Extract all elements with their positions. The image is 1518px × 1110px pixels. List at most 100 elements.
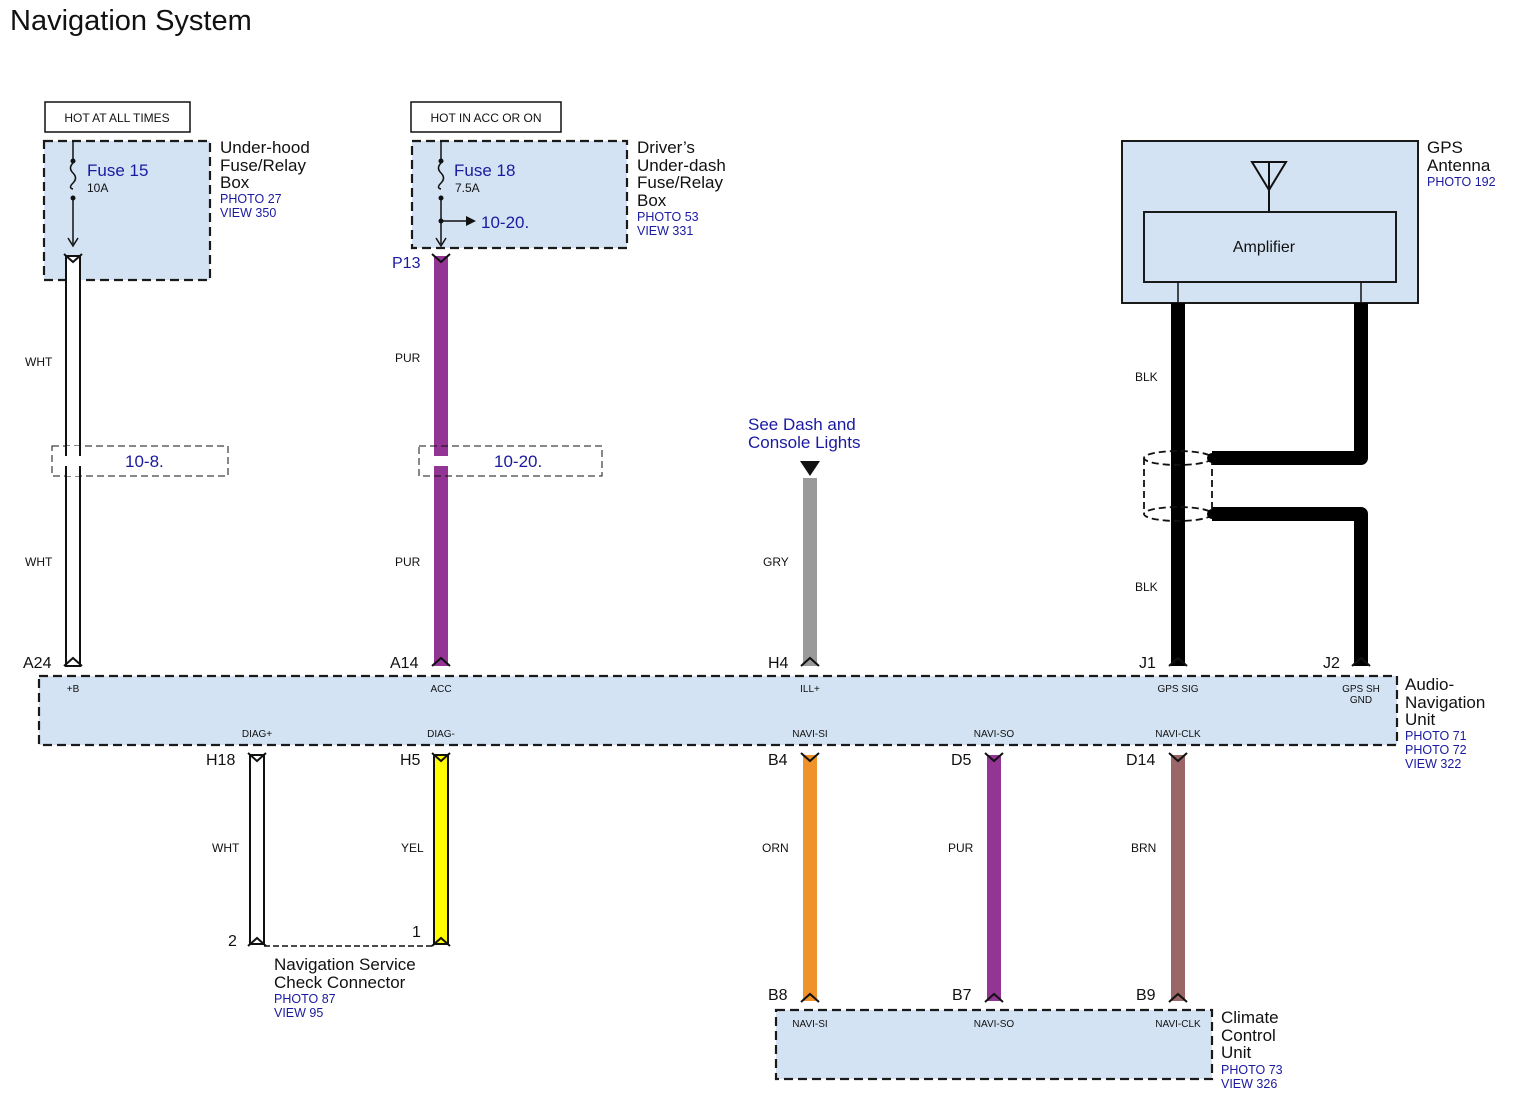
photo-ref-link[interactable]: PHOTO 72 — [1405, 743, 1467, 757]
signal-name: +B — [67, 684, 80, 695]
wire-gry-h4 — [800, 478, 820, 667]
fuse-name: Fuse 15 — [87, 161, 148, 180]
component-name: Unit — [1221, 1043, 1252, 1062]
shield-icon — [1143, 450, 1217, 522]
wire-brn-d14 — [1168, 752, 1188, 1003]
component-name: Audio- — [1405, 675, 1454, 694]
wire-color-label: PUR — [948, 841, 974, 855]
wire-color-label: ORN — [762, 841, 789, 855]
wire-wht-h18 — [247, 752, 267, 947]
navigation-service-check-connector: 2 1 Navigation Service Check Connector P… — [228, 924, 434, 1020]
audio-navigation-unit: A24 A14 H4 J1 J2 +B ACC ILL+ GPS SIG GPS… — [23, 655, 1485, 771]
underdash-fuse-box: HOT IN ACC OR ON Fuse 18 7.5A 10-20. Dri… — [392, 101, 726, 272]
wire-blk-j2 — [1212, 303, 1371, 667]
pin-number: 2 — [228, 933, 237, 950]
pin-number: 1 — [412, 924, 421, 941]
underdash-box — [410, 139, 629, 250]
photo-ref-link[interactable]: PHOTO 27 — [220, 192, 282, 206]
component-name: Control — [1221, 1026, 1276, 1045]
audio-nav-box — [37, 674, 1399, 747]
fuse-rating: 10A — [87, 181, 108, 195]
view-ref-link[interactable]: VIEW 322 — [1405, 757, 1461, 771]
component-name: Box — [637, 191, 667, 210]
photo-ref-link[interactable]: PHOTO 73 — [1221, 1063, 1283, 1077]
splice-ref-left: 10-8. — [51, 445, 229, 477]
wire-color-label: WHT — [25, 555, 53, 569]
component-name: Under-hood — [220, 138, 310, 157]
component-name: Check Connector — [274, 973, 406, 992]
view-ref-link[interactable]: VIEW 331 — [637, 224, 693, 238]
dash-ref-link[interactable]: See Dash and — [748, 415, 856, 434]
climate-control-unit: B8 B7 B9 NAVI-SI NAVI-SO NAVI-CLK Climat… — [768, 987, 1283, 1091]
wire-color-label: BRN — [1131, 841, 1156, 855]
signal-name: ACC — [430, 684, 451, 695]
splice-ref-link[interactable]: 10-8. — [125, 452, 164, 471]
view-ref-link[interactable]: VIEW 350 — [220, 206, 276, 220]
wire-color-label: PUR — [395, 351, 421, 365]
signal-name: NAVI-SO — [974, 1019, 1015, 1030]
dash-ref-link[interactable]: Console Lights — [748, 433, 860, 452]
signal-name: GND — [1350, 695, 1372, 706]
wire-color-label: BLK — [1135, 580, 1158, 594]
pin-number: B8 — [768, 987, 788, 1004]
antenna-icon — [1250, 161, 1288, 212]
signal-name: DIAG- — [427, 729, 455, 740]
hot-in-acc-tag — [410, 101, 562, 133]
branch-ref-link[interactable]: 10-20. — [481, 213, 529, 232]
wire-color-label: WHT — [212, 841, 240, 855]
fuse-rating: 7.5A — [455, 181, 480, 195]
gps-antenna: Amplifier GPS Antenna PHOTO 192 — [1121, 138, 1496, 304]
component-name: Navigation Service — [274, 955, 416, 974]
pin-number: D5 — [951, 752, 972, 769]
pin-number: H18 — [206, 752, 235, 769]
signal-name: DIAG+ — [242, 729, 272, 740]
splice-ref-mid: 10-20. — [418, 445, 603, 477]
wire-color-label: YEL — [401, 841, 424, 855]
amplifier-label: Amplifier — [1233, 239, 1296, 256]
signal-name: NAVI-CLK — [1155, 1019, 1201, 1030]
pin-number: A14 — [390, 655, 419, 672]
hot-at-all-times-tag — [44, 101, 191, 133]
arrow-down-icon — [800, 461, 820, 476]
photo-ref-link[interactable]: PHOTO 71 — [1405, 729, 1467, 743]
underhood-fuse-box: HOT AT ALL TIMES Fuse 15 10A Under-hood … — [42, 101, 310, 282]
wire-color-label: WHT — [25, 355, 53, 369]
photo-ref-link[interactable]: PHOTO 87 — [274, 992, 336, 1006]
pin-number: D14 — [1126, 752, 1155, 769]
wire-orn-b4 — [800, 752, 820, 1003]
component-name: Fuse/Relay — [220, 156, 306, 175]
signal-name: NAVI-SI — [792, 729, 827, 740]
hot-label: HOT IN ACC OR ON — [430, 111, 541, 125]
wire-blk-j1 — [1168, 303, 1188, 667]
page-title: Navigation System — [10, 5, 252, 37]
view-ref-link[interactable]: VIEW 326 — [1221, 1077, 1277, 1091]
dash-lights-ref: See Dash and Console Lights — [748, 415, 860, 476]
signal-name: GPS SH — [1342, 684, 1380, 695]
splice-ref-link[interactable]: 10-20. — [494, 452, 542, 471]
pin-number: B7 — [952, 987, 972, 1004]
connector-label: P13 — [392, 255, 421, 272]
component-name: Antenna — [1427, 156, 1491, 175]
wire-color-label: PUR — [395, 555, 421, 569]
component-name: GPS — [1427, 138, 1463, 157]
pin-number: B9 — [1136, 987, 1156, 1004]
photo-ref-link[interactable]: PHOTO 192 — [1427, 175, 1496, 189]
fuse-symbol-icon — [435, 141, 476, 248]
photo-ref-link[interactable]: PHOTO 53 — [637, 210, 699, 224]
wire-yel-h5 — [431, 752, 451, 947]
pin-number: B4 — [768, 752, 788, 769]
view-ref-link[interactable]: VIEW 95 — [274, 1006, 323, 1020]
hot-label: HOT AT ALL TIMES — [64, 111, 169, 125]
fuse-symbol-icon — [67, 141, 79, 248]
component-name: Climate — [1221, 1008, 1279, 1027]
wire-pur-d5 — [984, 752, 1004, 1003]
signal-name: NAVI-CLK — [1155, 729, 1201, 740]
signal-name: NAVI-SI — [792, 1019, 827, 1030]
wire-color-label: BLK — [1135, 370, 1158, 384]
pin-number: A24 — [23, 655, 52, 672]
amplifier-box — [1143, 211, 1397, 283]
wire-color-label: GRY — [763, 555, 789, 569]
fuse-name: Fuse 18 — [454, 161, 515, 180]
pin-number: H5 — [400, 752, 421, 769]
